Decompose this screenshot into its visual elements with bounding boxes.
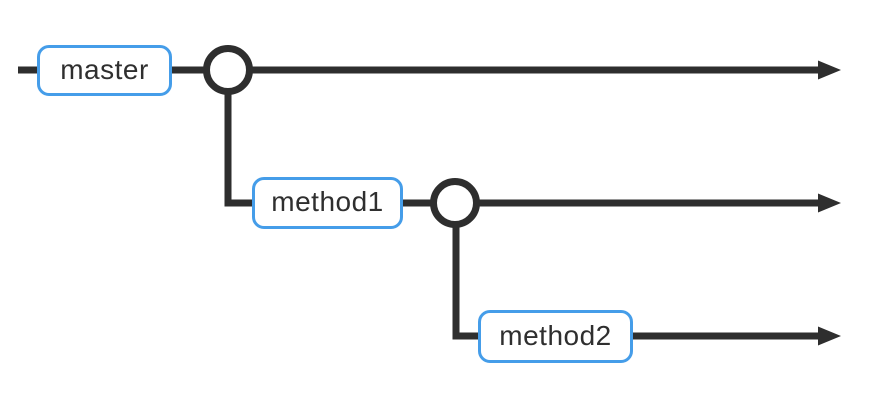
method1-arrowhead-icon — [818, 193, 841, 213]
method1-branch-label-text: method1 — [271, 186, 384, 217]
method2-branch-label: method2 — [478, 310, 633, 363]
commit-node-icon — [203, 45, 253, 95]
method2-branch-line — [452, 203, 822, 340]
master-arrowhead-icon — [818, 60, 841, 80]
master-branch-label: master — [37, 45, 172, 96]
method2-arrowhead-icon — [818, 326, 841, 346]
method2-branch-label-text: method2 — [499, 319, 612, 351]
commit-node-icon — [430, 178, 480, 228]
master-branch-label-text: master — [60, 53, 149, 85]
method1-branch-label: method1 — [252, 177, 403, 229]
method1-branch-line — [224, 70, 822, 207]
